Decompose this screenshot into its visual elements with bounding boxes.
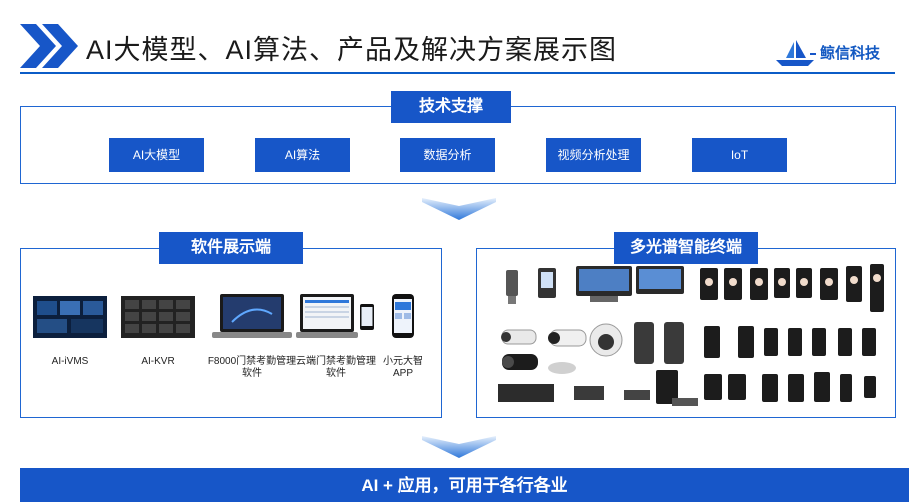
software-caption: AI-KVR [141,356,175,367]
kvr-screenshot-icon [121,296,195,338]
header-chevron-icon [20,24,78,68]
page-title: AI大模型、AI算法、产品及解决方案展示图 [86,35,618,65]
tech-support-label: 技术支撑 [391,91,511,123]
software-label: 软件展示端 [159,232,303,264]
tech-item-iot: IoT [692,138,787,172]
tech-item-ai-model: AI大模型 [109,138,204,172]
header-divider [20,72,895,74]
software-caption: 云端门禁考勤管理软件 [296,356,376,379]
tech-item-data-analysis: 数据分析 [400,138,495,172]
whale-logo-icon [776,40,816,66]
app-phone-icon [392,294,414,338]
terminals-label: 多光谱智能终端 [614,232,758,264]
terminal-devices-image [498,264,884,406]
tech-item-video-analysis: 视频分析处理 [546,138,641,172]
ai-applications-banner: AI + 应用，可用于各行各业 [20,468,909,502]
ivms-screenshot-icon [33,296,107,338]
phone-icon [360,304,374,330]
tech-item-ai-algorithm: AI算法 [255,138,350,172]
laptop-f8000-icon [212,294,292,338]
software-caption: AI-iVMS [51,356,89,367]
logo-text: 鲸信科技 [820,45,881,62]
software-caption: 小元大智APP [383,356,423,379]
software-caption: F8000门禁考勤管理软件 [207,356,297,379]
down-arrow-icon [422,436,496,458]
down-arrow-icon [422,198,496,220]
laptop-cloud-icon [296,294,358,338]
